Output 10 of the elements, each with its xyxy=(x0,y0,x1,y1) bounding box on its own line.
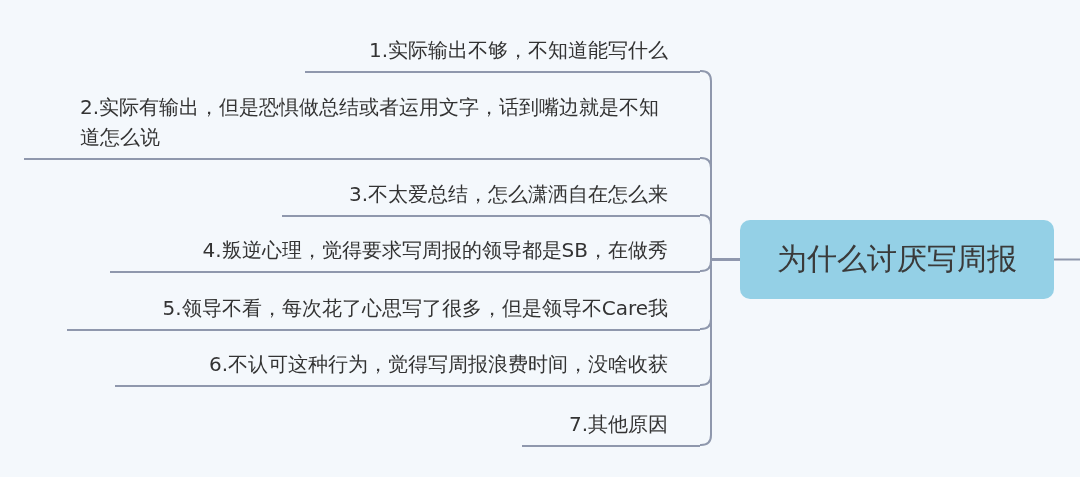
branch-text: 5.领导不看，每次花了心思写了很多，但是领导不Care我 xyxy=(162,295,668,322)
branch-text: 1.实际输出不够，不知道能写什么 xyxy=(368,37,668,64)
branch-text: 2.实际有输出，但是恐惧做总结或者运用文字，话到嘴边就是不知道怎么说 xyxy=(80,94,661,151)
branch-text: 3.不太爱总结，怎么潇洒自在怎么来 xyxy=(348,181,668,208)
branch-text: 7.其他原因 xyxy=(568,411,668,438)
branch-text: 6.不认可这种行为，觉得写周报浪费时间，没啥收获 xyxy=(208,351,668,378)
topic-text: 为什么讨厌写周报 xyxy=(777,240,1017,278)
connector-line xyxy=(1053,258,1080,261)
branch-text: 4.叛逆心理，觉得要求写周报的领导都是SB，在做秀 xyxy=(202,237,668,264)
topic-box xyxy=(740,220,1054,299)
